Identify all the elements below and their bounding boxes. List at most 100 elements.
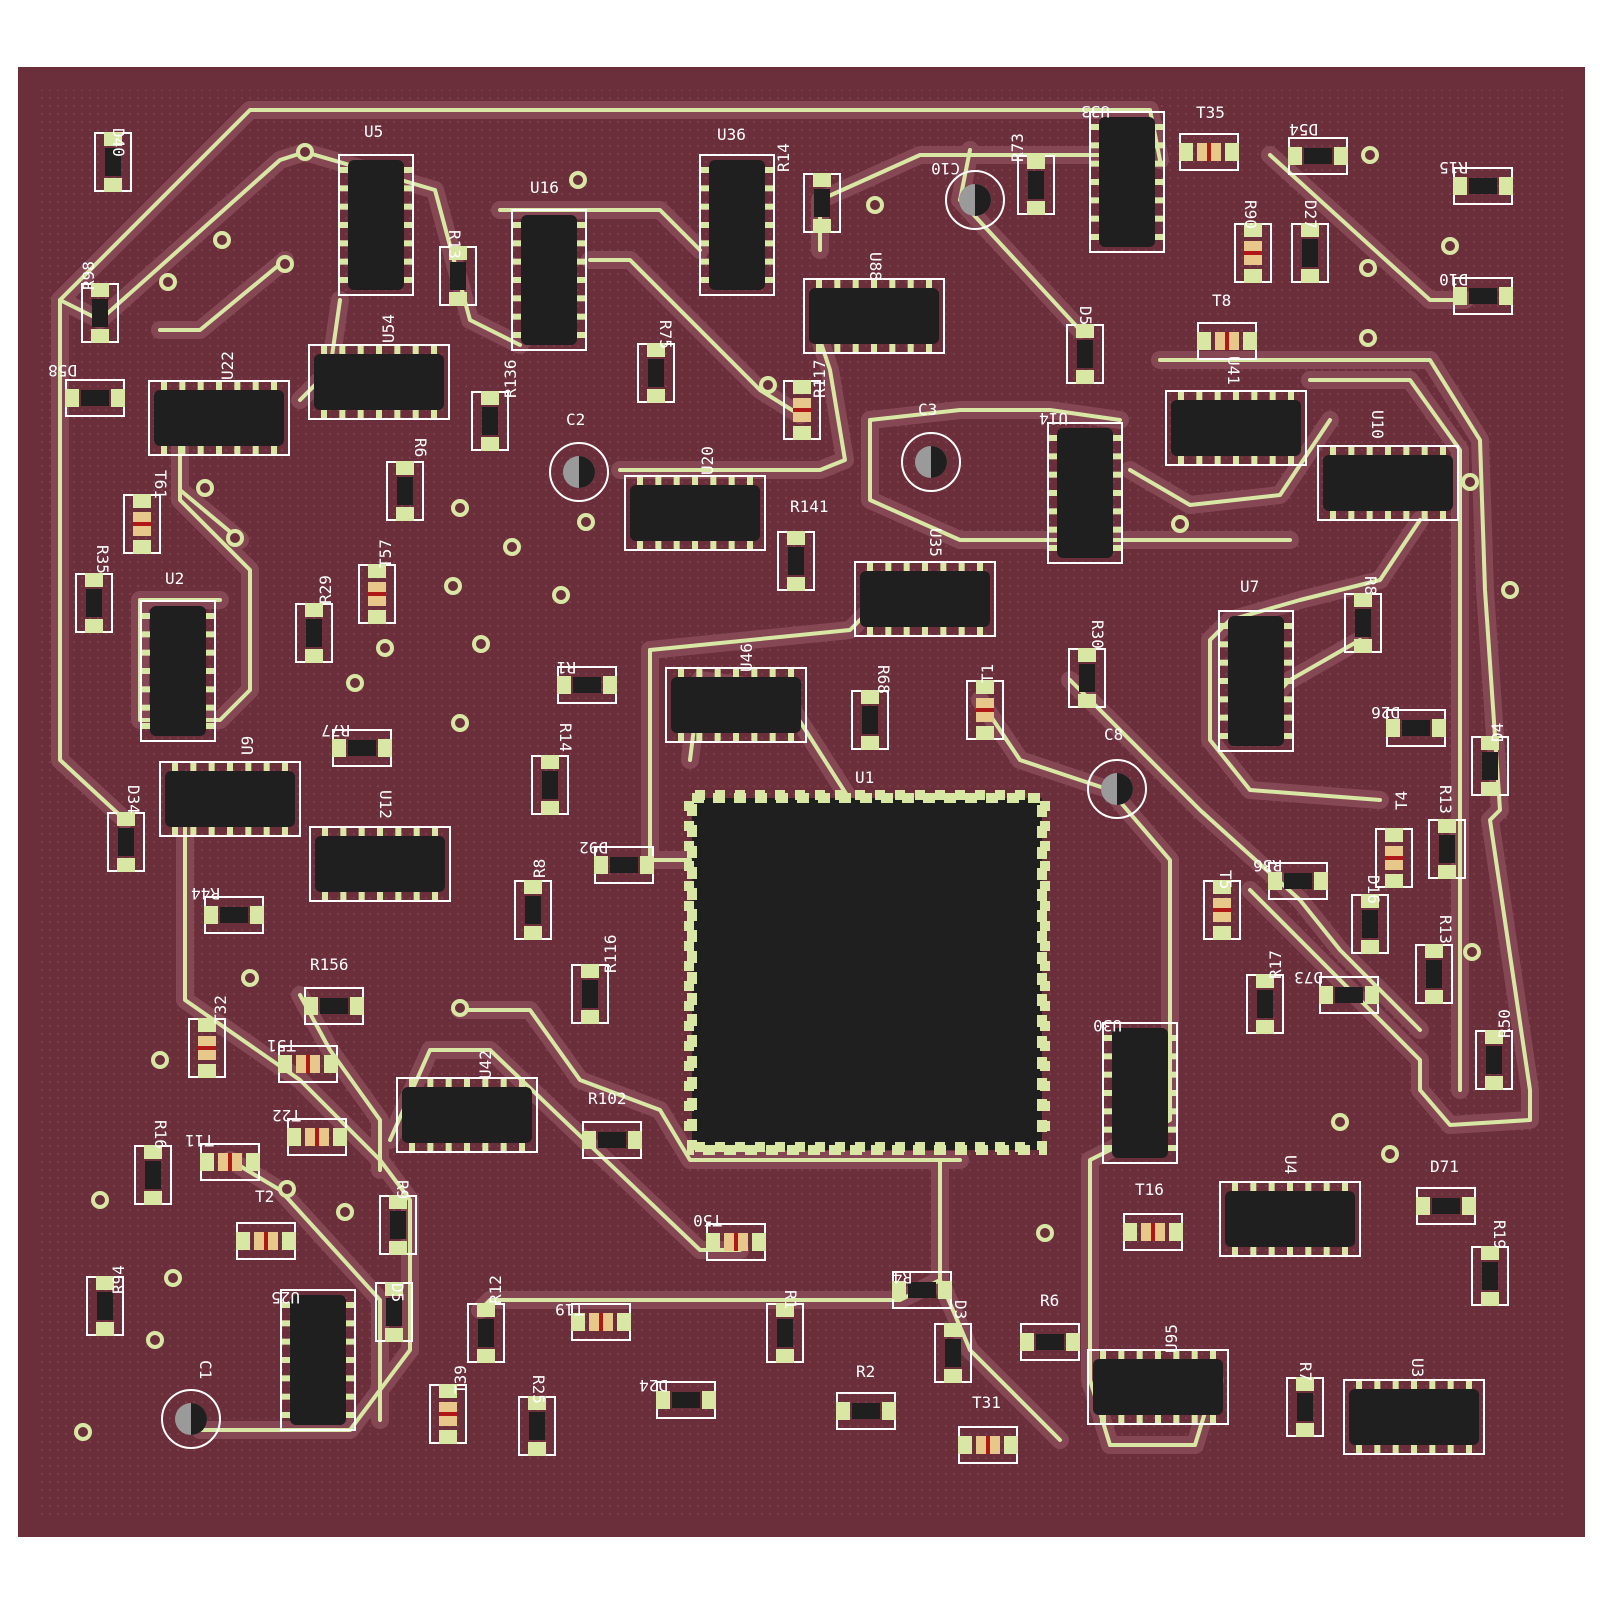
- ic-U5[interactable]: [338, 154, 414, 296]
- ic-U2[interactable]: [140, 600, 216, 742]
- ic-U36[interactable]: [699, 154, 775, 296]
- part-T1[interactable]: [966, 680, 1004, 740]
- part-R98[interactable]: [81, 283, 119, 343]
- ic-U33[interactable]: [1089, 111, 1165, 253]
- ic-U14[interactable]: [1047, 422, 1123, 564]
- part-R14b[interactable]: [531, 755, 569, 815]
- part-D40[interactable]: [94, 132, 132, 192]
- part-R13[interactable]: [439, 246, 477, 306]
- part-D4[interactable]: [1471, 736, 1509, 796]
- part-T50[interactable]: [706, 1223, 766, 1261]
- part-T11[interactable]: [200, 1143, 260, 1181]
- ic-U30[interactable]: [1102, 1022, 1178, 1164]
- cap-C8[interactable]: [1087, 759, 1147, 819]
- part-R90[interactable]: [1234, 223, 1272, 283]
- part-R141[interactable]: [777, 531, 815, 591]
- ic-U20[interactable]: [624, 475, 766, 551]
- part-D92[interactable]: [594, 846, 654, 884]
- part-R68[interactable]: [851, 690, 889, 750]
- part-R73[interactable]: [1017, 155, 1055, 215]
- part-R9[interactable]: [379, 1195, 417, 1255]
- part-R15[interactable]: [1453, 167, 1513, 205]
- part-R13d[interactable]: [1415, 944, 1453, 1004]
- part-R50[interactable]: [1475, 1030, 1513, 1090]
- part-R30[interactable]: [1068, 648, 1106, 708]
- part-D58[interactable]: [65, 379, 125, 417]
- part-T4[interactable]: [1375, 828, 1413, 888]
- part-D73[interactable]: [1319, 976, 1379, 1014]
- part-T31[interactable]: [958, 1426, 1018, 1464]
- part-R7[interactable]: [1286, 1377, 1324, 1437]
- part-T5[interactable]: [1203, 880, 1241, 940]
- ic-U16[interactable]: [511, 209, 587, 351]
- ic-U46[interactable]: [665, 667, 807, 743]
- part-R136[interactable]: [471, 391, 509, 451]
- part-R36[interactable]: [1268, 862, 1328, 900]
- part-D3[interactable]: [934, 1323, 972, 1383]
- part-T61[interactable]: [123, 494, 161, 554]
- part-T22[interactable]: [287, 1118, 347, 1156]
- part-R19[interactable]: [1471, 1246, 1509, 1306]
- ic-U7[interactable]: [1218, 610, 1294, 752]
- ic-U3[interactable]: [1343, 1379, 1485, 1455]
- part-R12[interactable]: [467, 1303, 505, 1363]
- part-D54[interactable]: [1288, 137, 1348, 175]
- cap-C10[interactable]: [945, 170, 1005, 230]
- part-T8[interactable]: [1197, 322, 1257, 360]
- part-R1b[interactable]: [766, 1303, 804, 1363]
- part-D71[interactable]: [1416, 1187, 1476, 1225]
- ic-U10[interactable]: [1317, 445, 1459, 521]
- part-R8b[interactable]: [514, 880, 552, 940]
- part-R14[interactable]: [803, 173, 841, 233]
- part-R1[interactable]: [557, 666, 617, 704]
- part-R8[interactable]: [1344, 593, 1382, 653]
- part-D5b[interactable]: [375, 1282, 413, 1342]
- part-R6x[interactable]: [386, 461, 424, 521]
- ic-U12[interactable]: [309, 826, 451, 902]
- part-R75[interactable]: [637, 343, 675, 403]
- part-R94[interactable]: [86, 1276, 124, 1336]
- cap-C3[interactable]: [901, 432, 961, 492]
- ic-U35[interactable]: [854, 561, 996, 637]
- part-T51[interactable]: [278, 1045, 338, 1083]
- part-D5[interactable]: [1066, 324, 1104, 384]
- part-T19[interactable]: [571, 1303, 631, 1341]
- part-D27[interactable]: [1291, 223, 1329, 283]
- part-T32[interactable]: [188, 1018, 226, 1078]
- part-R77[interactable]: [332, 729, 392, 767]
- part-D10[interactable]: [1453, 277, 1513, 315]
- part-R156[interactable]: [304, 987, 364, 1025]
- part-R116[interactable]: [571, 964, 609, 1024]
- part-D26[interactable]: [1386, 709, 1446, 747]
- cap-C2[interactable]: [549, 442, 609, 502]
- part-T35[interactable]: [1179, 133, 1239, 171]
- part-T39[interactable]: [429, 1384, 467, 1444]
- ic-U1[interactable]: [684, 790, 1050, 1155]
- part-D16[interactable]: [1351, 894, 1389, 954]
- ic-U22[interactable]: [148, 380, 290, 456]
- ic-U88[interactable]: [803, 278, 945, 354]
- part-R35[interactable]: [75, 573, 113, 633]
- part-D24[interactable]: [656, 1381, 716, 1419]
- part-T2[interactable]: [236, 1222, 296, 1260]
- ic-U41[interactable]: [1165, 390, 1307, 466]
- ic-U42[interactable]: [396, 1077, 538, 1153]
- ic-U54[interactable]: [308, 344, 450, 420]
- ic-U25[interactable]: [280, 1289, 356, 1431]
- ic-U95[interactable]: [1087, 1349, 1229, 1425]
- part-R2[interactable]: [836, 1392, 896, 1430]
- part-R17[interactable]: [1246, 974, 1284, 1034]
- ic-U4[interactable]: [1219, 1181, 1361, 1257]
- part-T57[interactable]: [358, 564, 396, 624]
- part-T16[interactable]: [1123, 1213, 1183, 1251]
- part-R29[interactable]: [295, 603, 333, 663]
- part-R6[interactable]: [1020, 1323, 1080, 1361]
- part-R102[interactable]: [582, 1121, 642, 1159]
- part-R4[interactable]: [892, 1271, 952, 1309]
- ic-U9[interactable]: [159, 761, 301, 837]
- part-D34[interactable]: [107, 812, 145, 872]
- part-R16[interactable]: [134, 1145, 172, 1205]
- part-R117[interactable]: [783, 380, 821, 440]
- part-R44[interactable]: [204, 896, 264, 934]
- part-R25[interactable]: [518, 1396, 556, 1456]
